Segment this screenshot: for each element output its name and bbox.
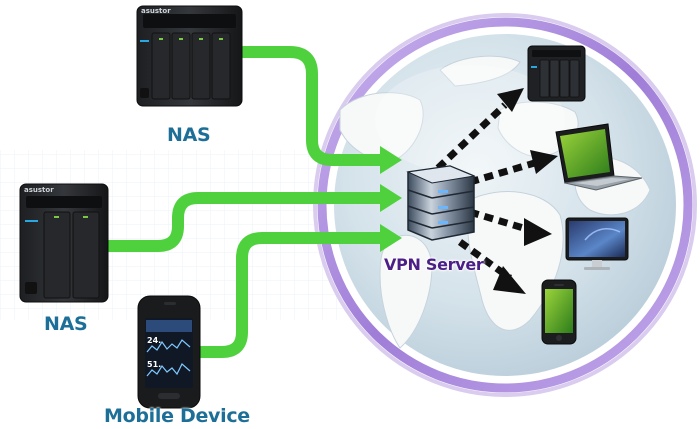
arrow-left-nas [108, 192, 382, 252]
arrow-top-nas [240, 46, 382, 166]
nas-left-label: NAS [44, 313, 88, 335]
mobile-screen-value-2: 51. [147, 360, 161, 369]
mobile-screen-value-1: 24. [147, 336, 161, 345]
green-arrowheads [380, 146, 402, 252]
desktop-monitor-icon [565, 217, 629, 270]
mobile-device [137, 295, 201, 409]
globe-icon [313, 13, 697, 397]
nas-small-icon [527, 45, 586, 102]
vpn-server-icon [406, 165, 476, 241]
green-connection-arrows [108, 46, 382, 358]
nas-left-logo: asustor [24, 186, 54, 194]
nas-top-device [136, 5, 243, 107]
nas-top-label: NAS [167, 124, 211, 146]
nas-top-logo: asustor [141, 7, 171, 15]
arrow-mobile [198, 232, 382, 358]
smartphone-icon [541, 279, 577, 345]
nas-left-device [19, 183, 109, 303]
mobile-device-label: Mobile Device [104, 405, 250, 427]
dotted-arrowheads [493, 88, 558, 294]
vpn-server-label: VPN Server [384, 255, 484, 274]
laptop-icon [555, 123, 643, 191]
